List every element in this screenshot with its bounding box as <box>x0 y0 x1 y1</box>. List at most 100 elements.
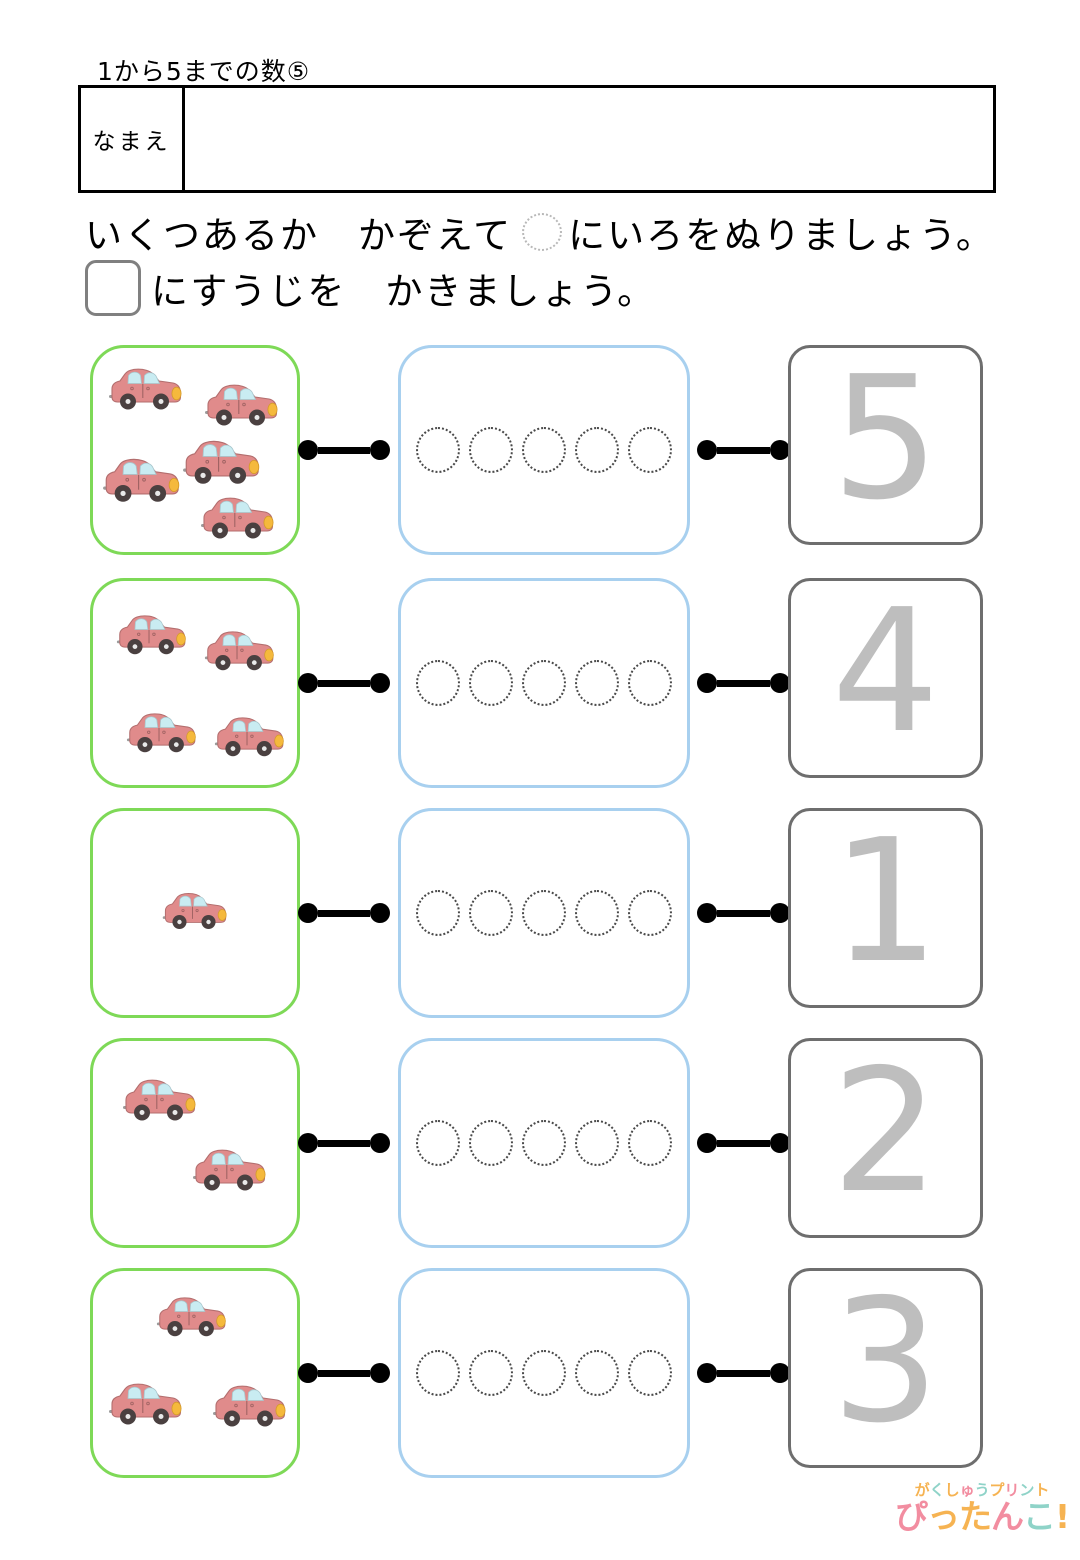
car-icon <box>201 497 274 539</box>
cars-box <box>90 808 300 1018</box>
dashed-circle[interactable] <box>469 1120 513 1166</box>
logo-main-char: っ <box>926 1497 960 1536</box>
dashed-circle[interactable] <box>628 1120 672 1166</box>
logo-top-char: う <box>974 1481 990 1499</box>
car-icon <box>204 631 274 671</box>
exercise-row: 4 <box>0 578 1080 788</box>
numeral-tracing-box[interactable]: 5 <box>788 345 983 545</box>
dashed-circle[interactable] <box>522 1120 566 1166</box>
numeral-guide: 3 <box>831 1263 940 1461</box>
coloring-circles-box <box>398 578 690 788</box>
logo-top-char: ト <box>1034 1481 1050 1499</box>
connector-bar <box>717 679 770 687</box>
dashed-circle[interactable] <box>416 1120 460 1166</box>
connector-line-left <box>298 673 390 693</box>
car-icon <box>109 1383 182 1425</box>
cars-box <box>90 345 300 555</box>
dashed-circle[interactable] <box>628 660 672 706</box>
instruction-line-2-after: にすうじを かきましょう。 <box>151 270 657 313</box>
car-illustration <box>121 1075 199 1125</box>
dashed-circle[interactable] <box>575 890 619 936</box>
numeral-tracing-box[interactable]: 1 <box>788 808 983 1008</box>
dashed-circle[interactable] <box>628 427 672 473</box>
connector-dot <box>770 1363 790 1383</box>
exercise-row: 3 <box>0 1268 1080 1478</box>
instruction-line-2: にすうじを かきましょう。 <box>85 260 656 316</box>
connector-bar <box>717 1139 770 1147</box>
coloring-circles-box <box>398 1038 690 1248</box>
dashed-circle[interactable] <box>575 1350 619 1396</box>
instruction-line-1-after: にいろをぬりましょう。 <box>568 214 995 257</box>
dashed-circle[interactable] <box>575 660 619 706</box>
connector-dot <box>697 903 717 923</box>
connector-line-left <box>298 1363 390 1383</box>
connector-dot <box>370 1133 390 1153</box>
name-table: なまえ <box>78 85 996 193</box>
connector-dot <box>298 903 318 923</box>
dashed-circle[interactable] <box>469 427 513 473</box>
connector-dot <box>298 440 318 460</box>
car-icon <box>193 1149 266 1191</box>
dashed-circle[interactable] <box>416 660 460 706</box>
connector-dot <box>370 440 390 460</box>
connector-bar <box>318 909 370 917</box>
instruction-line-1: いくつあるか かぞえて にいろをぬりましょう。 <box>85 205 995 259</box>
connector-line-right <box>697 1133 790 1153</box>
logo-main-char: た <box>958 1497 992 1536</box>
logo-top-char: く <box>929 1481 945 1499</box>
dashed-circle[interactable] <box>522 427 566 473</box>
dashed-circle[interactable] <box>469 660 513 706</box>
dashed-circle[interactable] <box>522 890 566 936</box>
car-icon <box>126 713 196 753</box>
inline-square-icon <box>85 260 141 316</box>
connector-dot <box>770 903 790 923</box>
connector-dot <box>298 1363 318 1383</box>
car-illustration <box>191 1145 269 1195</box>
car-icon <box>205 384 278 426</box>
logo-main-char: ん <box>990 1497 1024 1536</box>
connector-dot <box>770 1133 790 1153</box>
dashed-circle[interactable] <box>469 1350 513 1396</box>
logo-top-text: がくしゅうプリント <box>893 1483 1071 1498</box>
dashed-circle[interactable] <box>575 427 619 473</box>
dashed-circle[interactable] <box>416 890 460 936</box>
dashed-circle[interactable] <box>575 1120 619 1166</box>
name-input-area[interactable] <box>185 88 993 190</box>
inline-circle-icon <box>522 213 563 251</box>
dashed-circle[interactable] <box>522 660 566 706</box>
dashed-circle[interactable] <box>628 890 672 936</box>
dashed-circle[interactable] <box>469 890 513 936</box>
coloring-circles-box <box>398 808 690 1018</box>
logo-top-char: ゅ <box>959 1481 975 1499</box>
connector-line-right <box>697 1363 790 1383</box>
dashed-circle[interactable] <box>522 1350 566 1396</box>
cars-box <box>90 1038 300 1248</box>
logo-top-char: し <box>944 1481 960 1499</box>
car-icon <box>123 1079 196 1121</box>
car-icon <box>183 440 260 484</box>
connector-dot <box>770 440 790 460</box>
connector-bar <box>318 1369 370 1377</box>
logo-top-char: プ <box>989 1481 1005 1499</box>
car-illustration <box>203 380 281 430</box>
car-icon <box>156 1297 226 1337</box>
connector-line-left <box>298 1133 390 1153</box>
numeral-tracing-box[interactable]: 3 <box>788 1268 983 1468</box>
car-illustration <box>161 889 230 933</box>
dashed-circle[interactable] <box>628 1350 672 1396</box>
dashed-circle[interactable] <box>416 1350 460 1396</box>
exercise-row: 1 <box>0 808 1080 1018</box>
dashed-circle[interactable] <box>416 427 460 473</box>
connector-line-left <box>298 903 390 923</box>
car-illustration <box>181 436 263 489</box>
logo-top-char: ン <box>1019 1481 1035 1499</box>
car-icon <box>103 458 180 502</box>
connector-bar <box>717 446 770 454</box>
name-label: なまえ <box>81 88 185 190</box>
numeral-tracing-box[interactable]: 4 <box>788 578 983 778</box>
car-illustration <box>101 454 183 507</box>
logo-main-text: ぴったんこ! <box>893 1497 1071 1536</box>
logo-main-char: こ <box>1022 1497 1056 1536</box>
connector-line-right <box>697 440 790 460</box>
numeral-tracing-box[interactable]: 2 <box>788 1038 983 1238</box>
